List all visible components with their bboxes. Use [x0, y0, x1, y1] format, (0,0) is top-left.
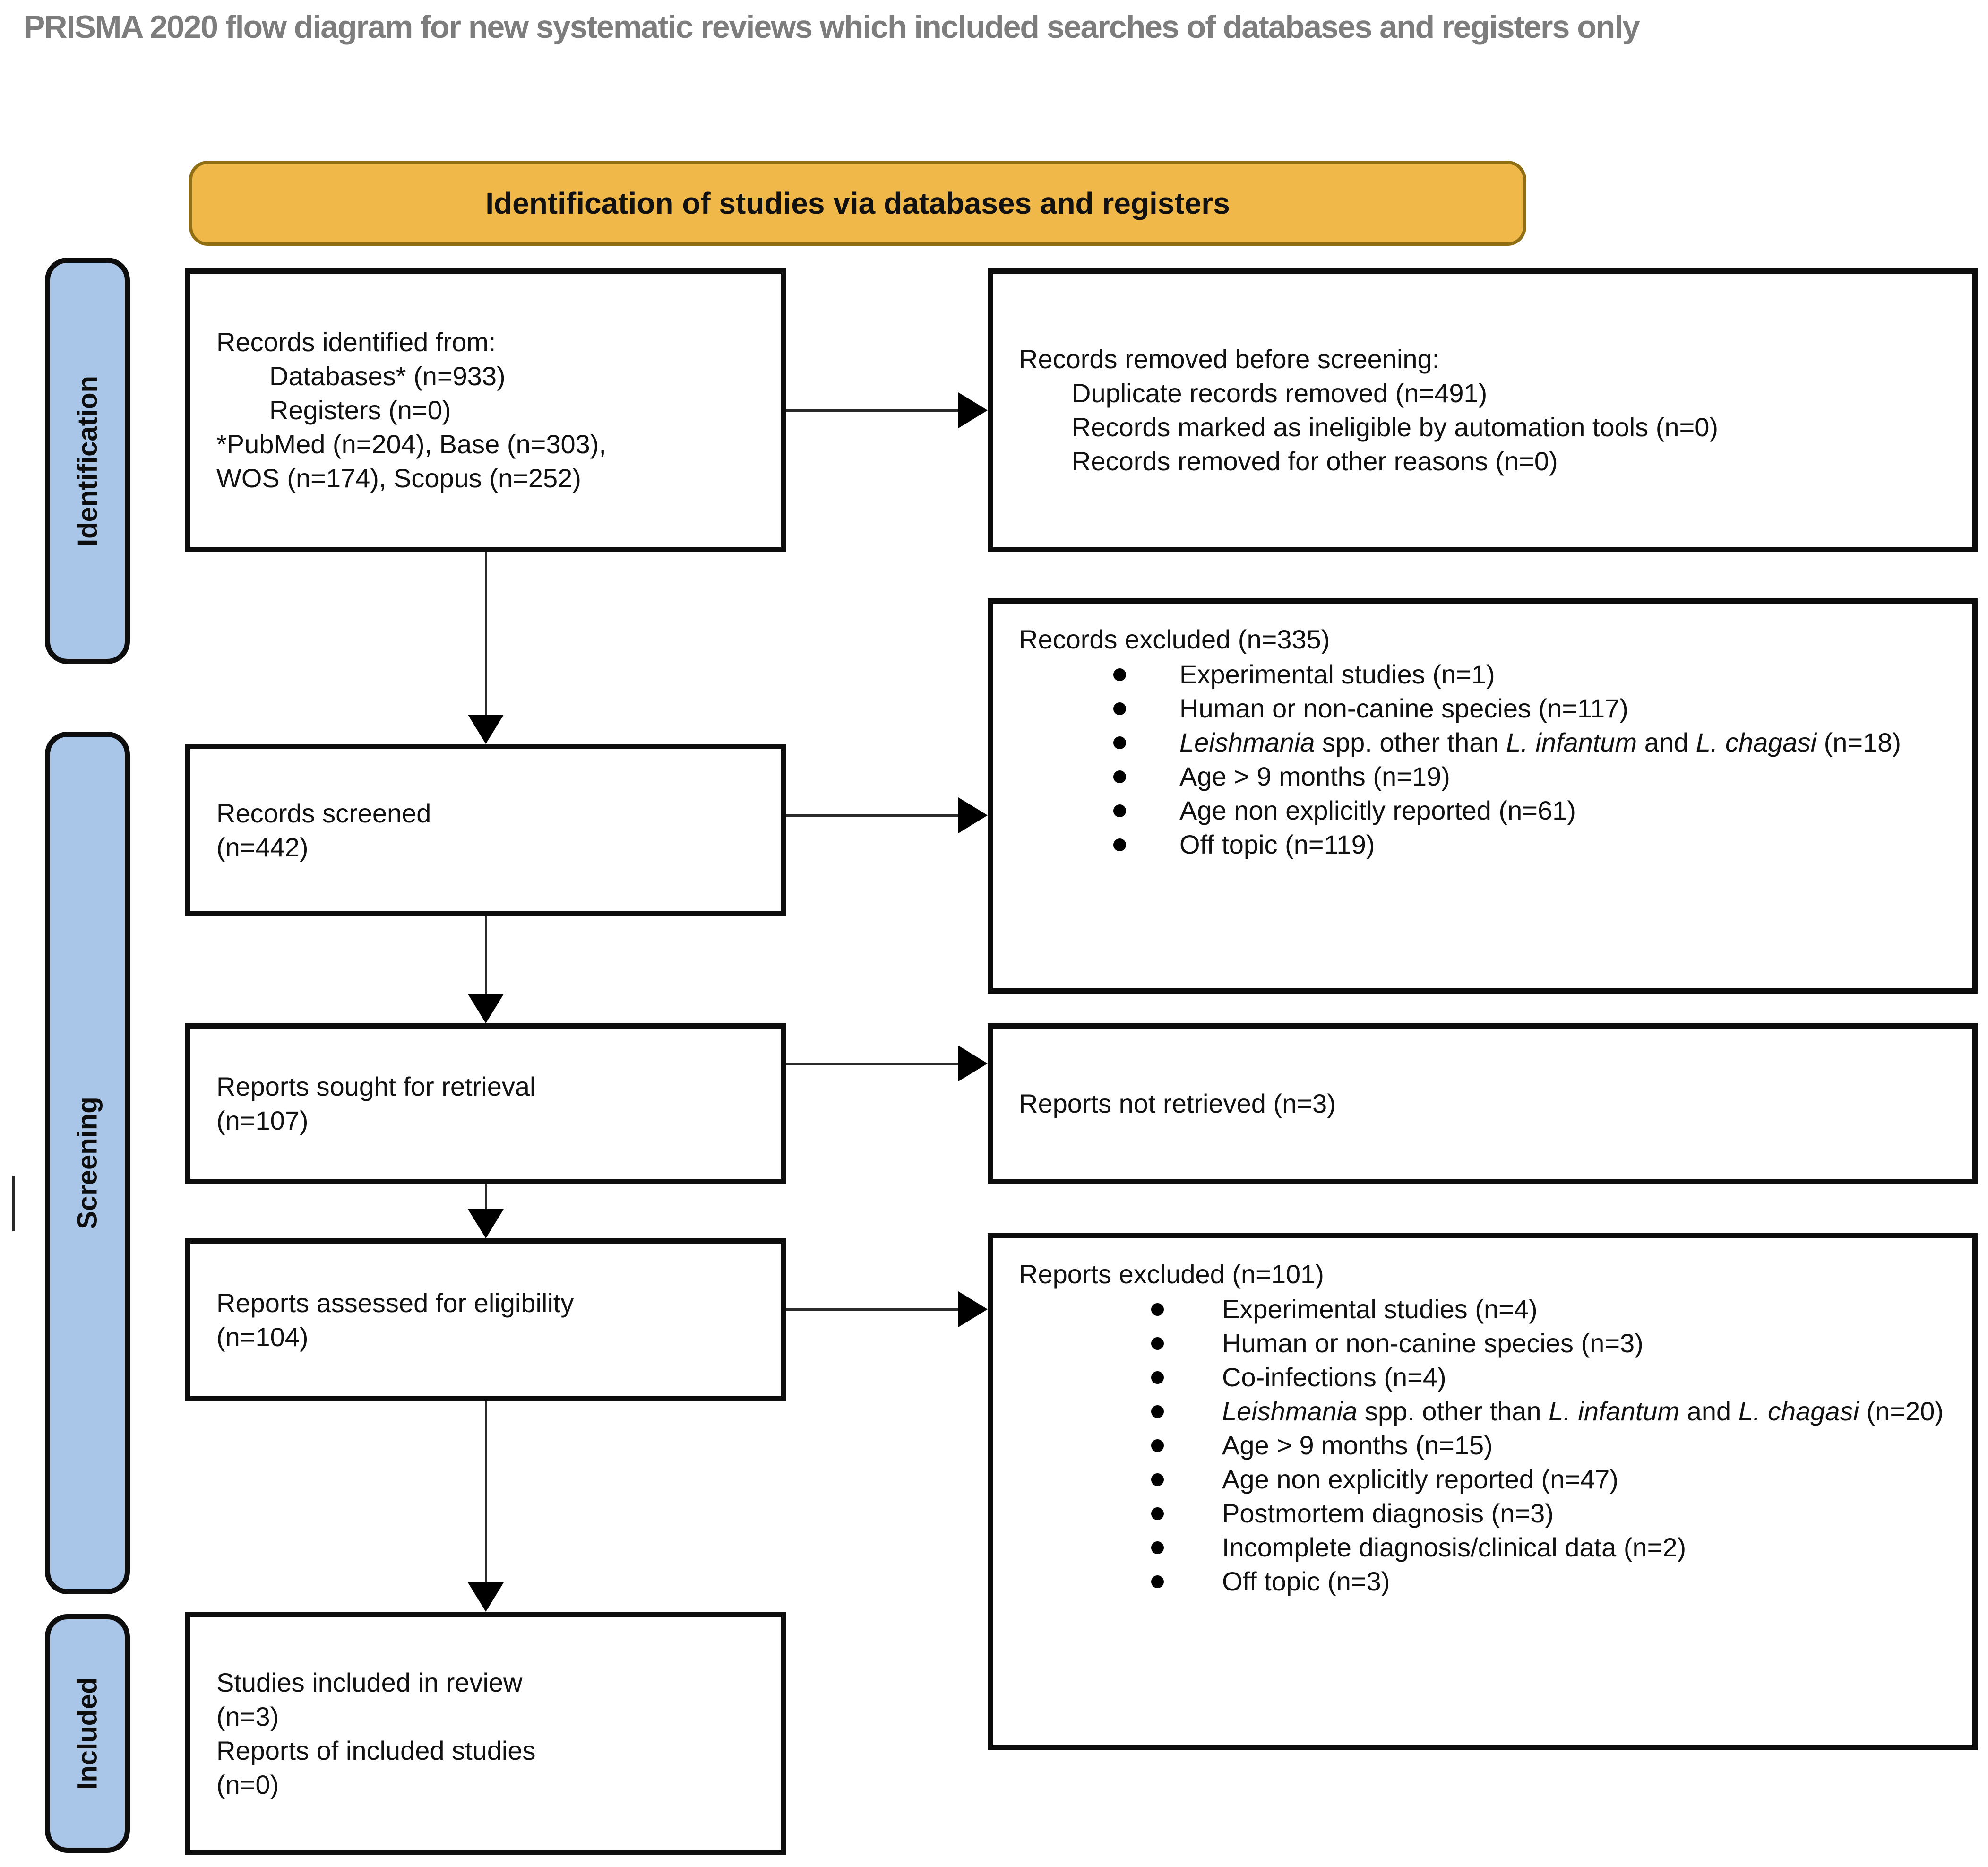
arrow-screened-to-excluded-line: [786, 814, 960, 817]
banner-label: Identification of studies via databases …: [485, 186, 1230, 220]
sidebar-phase-label: Identification: [72, 375, 103, 546]
box-reports-assessed: Reports assessed for eligibility (n=104): [185, 1238, 786, 1401]
box-lines: Records screened (n=442): [216, 796, 755, 864]
list-item: (n=107): [216, 1106, 309, 1135]
sidebar-phase-included: Included: [45, 1614, 130, 1853]
list-item: Records screened: [216, 798, 431, 828]
list-item: Off topic (n=3): [1151, 1564, 1946, 1599]
list-item: (n=104): [216, 1322, 309, 1352]
list-item: Reports assessed for eligibility: [216, 1288, 574, 1318]
box-lines: Records identified from: Databases* (n=93…: [216, 325, 755, 495]
list-item: Human or non-canine species (n=117): [1113, 691, 1946, 726]
arrow-assessed-to-reports-excluded-line: [786, 1308, 960, 1311]
box-header: Records excluded (n=335): [1019, 624, 1330, 654]
box-records-screened: Records screened (n=442): [185, 744, 786, 916]
sidebar-phase-screening: Screening: [45, 732, 130, 1594]
list-item: Leishmania spp. other than L. infantum a…: [1113, 726, 1946, 760]
arrow-sought-to-not-retrieved-head-icon: [958, 1046, 988, 1081]
list-item: Postmortem diagnosis (n=3): [1151, 1496, 1946, 1530]
list-item: Human or non-canine species (n=3): [1151, 1326, 1946, 1360]
arrow-sought-to-not-retrieved-line: [786, 1063, 960, 1065]
stray-tick-mark: [12, 1176, 15, 1231]
list-item: Records removed for other reasons (n=0): [1072, 446, 1558, 476]
box-header: Records removed before screening:: [1019, 344, 1440, 374]
box-records-identified: Records identified from: Databases* (n=93…: [185, 268, 786, 552]
list-item: Age > 9 months (n=19): [1113, 760, 1946, 794]
list-item: Reports of included studies: [216, 1735, 536, 1765]
sidebar-phase-label: Included: [72, 1677, 103, 1790]
list-item: *PubMed (n=204), Base (n=303),: [216, 429, 606, 459]
box-lines: Reports sought for retrieval (n=107): [216, 1070, 755, 1138]
list-item: Leishmania spp. other than L. infantum a…: [1151, 1394, 1946, 1428]
arrow-identified-to-removed-head-icon: [958, 392, 988, 428]
arrow-screened-to-excluded-head-icon: [958, 797, 988, 833]
banner-identification-of-studies: Identification of studies via databases …: [189, 161, 1526, 246]
sidebar-phase-label: Screening: [72, 1097, 103, 1229]
arrow-assessed-to-included-line: [485, 1401, 487, 1584]
arrow-sought-to-assessed-line: [485, 1184, 487, 1211]
box-studies-included: Studies included in review (n=3) Reports o…: [185, 1612, 786, 1855]
box-reports-not-retrieved: Reports not retrieved (n=3): [988, 1023, 1978, 1184]
arrow-identified-to-screened-line: [485, 552, 487, 717]
list-item: Databases* (n=933): [269, 361, 506, 391]
page-title: PRISMA 2020 flow diagram for new systema…: [24, 9, 1640, 45]
list-item: Age > 9 months (n=15): [1151, 1428, 1946, 1462]
list-item: Duplicate records removed (n=491): [1072, 378, 1488, 408]
box-header: Reports excluded (n=101): [1019, 1259, 1324, 1289]
box-records-excluded: Records excluded (n=335) Experimental st…: [988, 598, 1978, 994]
box-bullet-list: Experimental studies (n=1)Human or non-c…: [1019, 657, 1946, 862]
arrow-assessed-to-included-head-icon: [468, 1582, 504, 1612]
list-item: Records identified from:: [216, 327, 496, 357]
list-item: (n=442): [216, 832, 309, 862]
list-item: Incomplete diagnosis/clinical data (n=2): [1151, 1530, 1946, 1564]
box-lines: Studies included in review (n=3) Reports o…: [216, 1666, 755, 1802]
list-item: Registers (n=0): [269, 395, 451, 425]
list-item: Age non explicitly reported (n=47): [1151, 1462, 1946, 1496]
arrow-identified-to-removed-line: [786, 409, 960, 412]
box-lines: Reports assessed for eligibility (n=104): [216, 1286, 755, 1354]
arrow-assessed-to-reports-excluded-head-icon: [958, 1291, 988, 1327]
box-label: Reports not retrieved (n=3): [1019, 1089, 1336, 1118]
list-item: (n=3): [216, 1701, 279, 1731]
list-item: Off topic (n=119): [1113, 828, 1946, 862]
arrow-screened-to-sought-line: [485, 916, 487, 996]
arrow-screened-to-sought-head-icon: [468, 994, 504, 1023]
list-item: Age non explicitly reported (n=61): [1113, 794, 1946, 828]
sidebar-phase-identification: Identification: [45, 258, 130, 664]
arrow-identified-to-screened-head-icon: [468, 715, 504, 744]
box-records-removed: Records removed before screening: Duplic…: [988, 268, 1978, 552]
list-item: Experimental studies (n=4): [1151, 1292, 1946, 1326]
arrow-sought-to-assessed-head-icon: [468, 1209, 504, 1238]
box-lines: Duplicate records removed (n=491) Records…: [1019, 376, 1946, 478]
box-reports-excluded: Reports excluded (n=101) Experimental st…: [988, 1233, 1978, 1750]
list-item: Experimental studies (n=1): [1113, 657, 1946, 691]
list-item: WOS (n=174), Scopus (n=252): [216, 463, 581, 493]
list-item: Studies included in review: [216, 1667, 523, 1697]
box-bullet-list: Experimental studies (n=4)Human or non-c…: [1019, 1292, 1946, 1599]
list-item: Reports sought for retrieval: [216, 1072, 536, 1101]
box-reports-sought: Reports sought for retrieval (n=107): [185, 1023, 786, 1184]
list-item: (n=0): [216, 1769, 279, 1799]
list-item: Records marked as ineligible by automati…: [1072, 412, 1719, 442]
list-item: Co-infections (n=4): [1151, 1360, 1946, 1394]
